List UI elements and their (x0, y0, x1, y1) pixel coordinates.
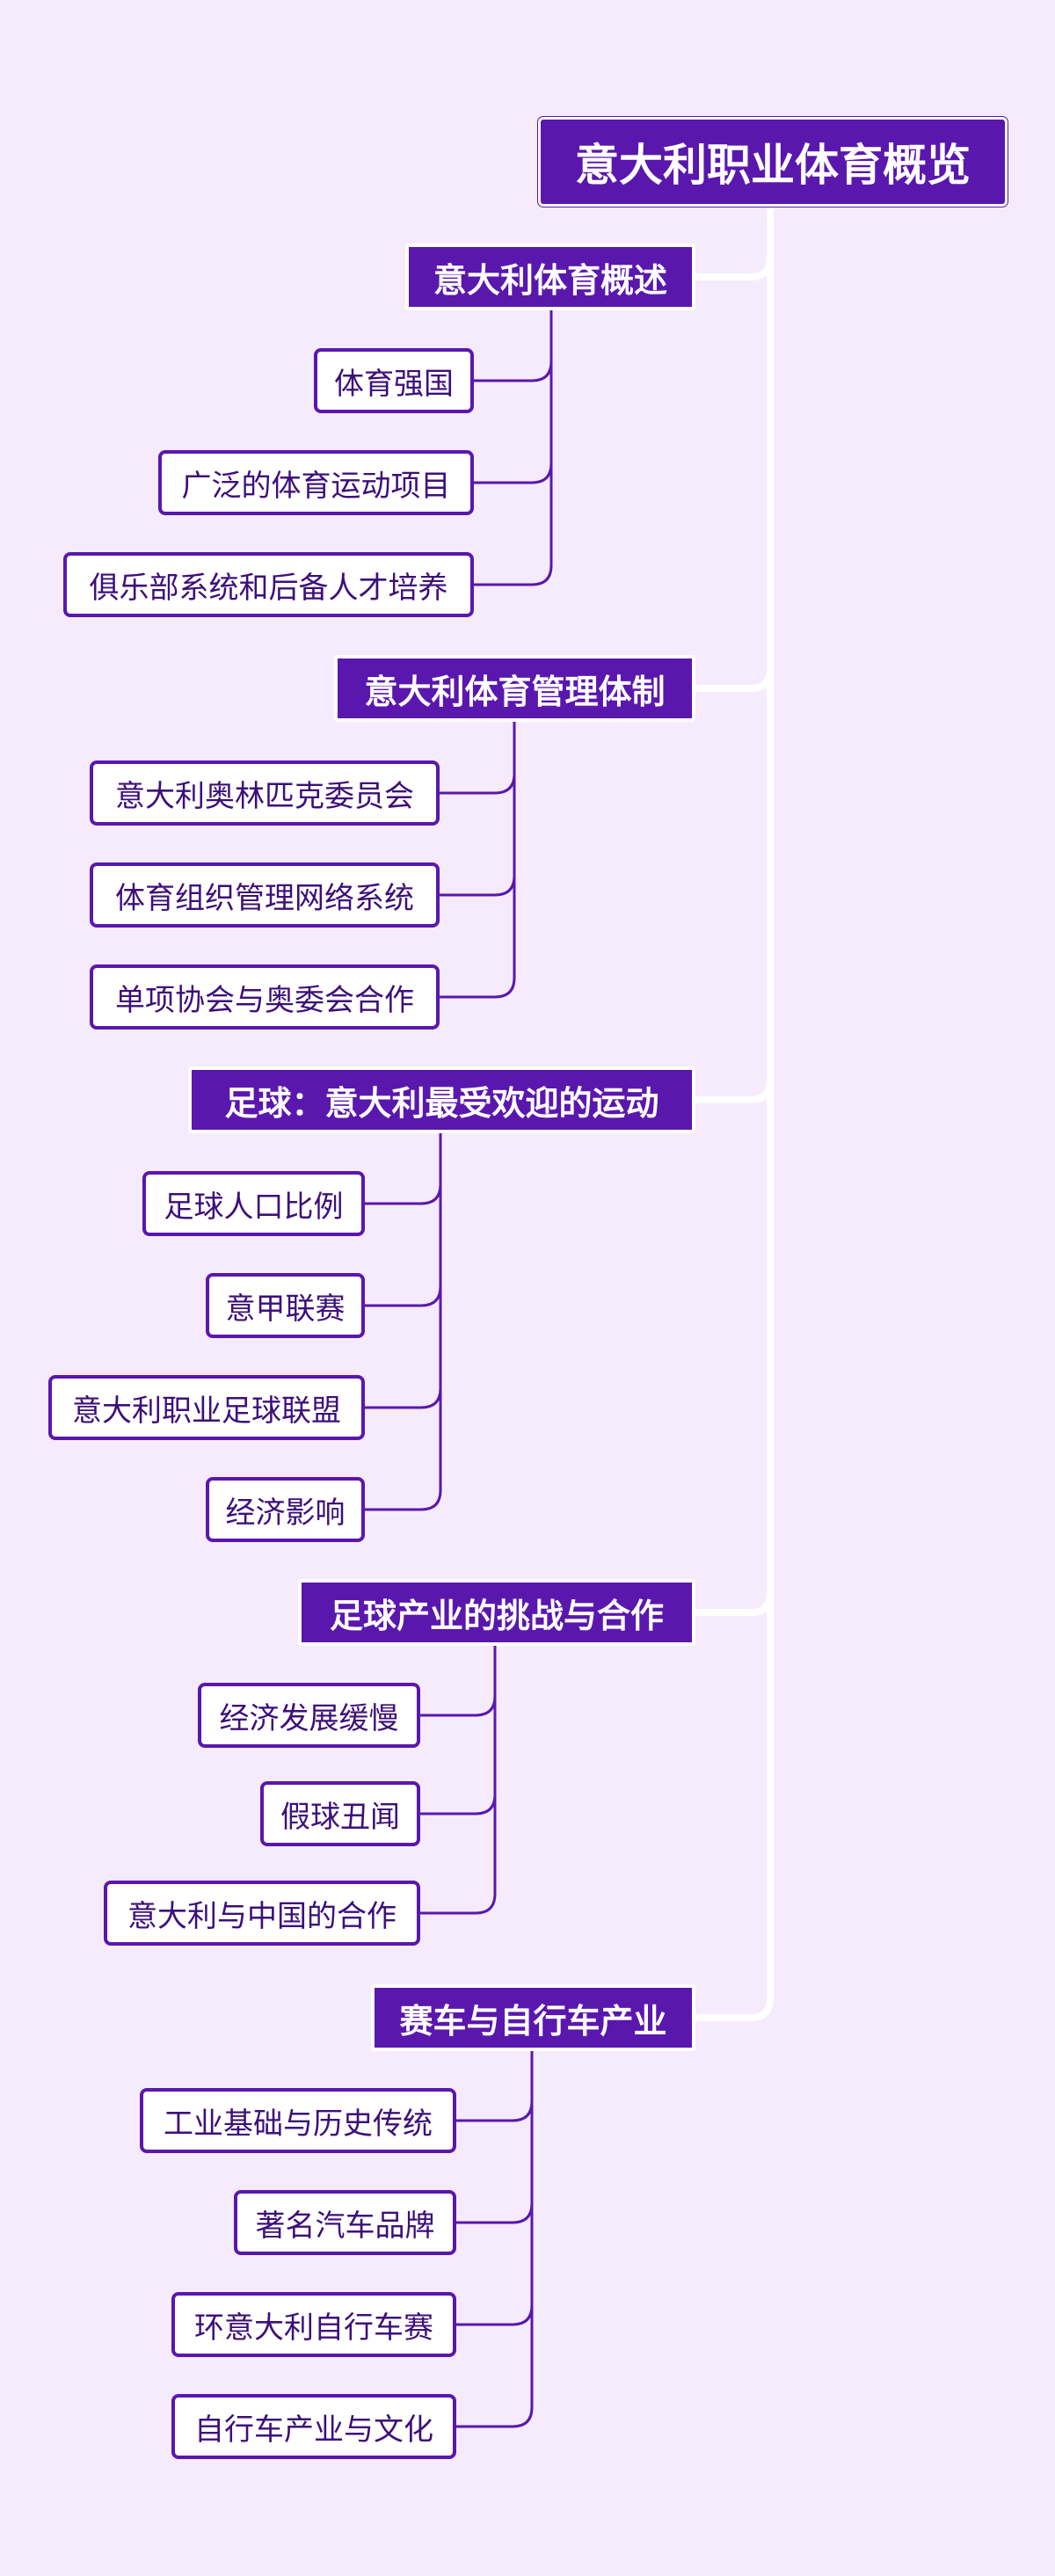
leaf-connector (455, 2405, 534, 2428)
leaf-node[interactable]: 意大利与中国的合作 (104, 1881, 420, 1946)
leaf-node[interactable]: 意大利职业足球联盟 (48, 1375, 365, 1440)
root-node[interactable]: 意大利职业体育概览 (538, 117, 1008, 207)
leaf-connector (363, 1182, 442, 1205)
trunk-branch-connector (692, 1995, 774, 2021)
trunk-branch-connector (692, 254, 774, 280)
leaf-node[interactable]: 经济影响 (206, 1477, 365, 1542)
leaf-connector (363, 1386, 442, 1409)
branch-node-management-system[interactable]: 意大利体育管理体制 (334, 655, 695, 722)
leaf-node[interactable]: 自行车产业与文化 (171, 2394, 456, 2459)
leaf-node[interactable]: 意大利奥林匹克委员会 (90, 760, 440, 826)
trunk-branch-connector (692, 1077, 774, 1103)
leaf-connector (363, 1488, 442, 1511)
leaf-node[interactable]: 假球丑闻 (260, 1781, 420, 1846)
leaf-node[interactable]: 体育强国 (314, 348, 474, 413)
leaf-node[interactable]: 体育组织管理网络系统 (90, 862, 440, 928)
trunk-branch-connector (692, 666, 774, 692)
leaf-connector (472, 564, 553, 586)
branch-node-racing-cycling[interactable]: 赛车与自行车产业 (371, 1984, 695, 2051)
leaf-connector (438, 874, 516, 897)
leaf-node[interactable]: 意甲联赛 (206, 1273, 365, 1338)
branch-node-sports-overview[interactable]: 意大利体育概述 (405, 244, 695, 310)
leaf-connector (418, 1694, 497, 1717)
leaf-connector (438, 976, 516, 999)
leaf-node[interactable]: 俱乐部系统和后备人才培养 (63, 552, 474, 617)
leaf-node[interactable]: 著名汽车品牌 (234, 2190, 456, 2255)
branch-node-football[interactable]: 足球：意大利最受欢迎的运动 (188, 1066, 695, 1133)
leaf-connector (472, 360, 553, 382)
leaf-connector (363, 1284, 442, 1307)
leaf-connector (455, 2201, 534, 2224)
leaf-connector (455, 2099, 534, 2122)
leaf-connector (418, 1892, 497, 1915)
leaf-node[interactable]: 工业基础与历史传统 (140, 2088, 456, 2153)
branch-node-football-industry[interactable]: 足球产业的挑战与合作 (298, 1579, 695, 1646)
leaf-node[interactable]: 单项协会与奥委会合作 (90, 964, 440, 1030)
leaf-node[interactable]: 广泛的体育运动项目 (158, 450, 474, 515)
leaf-node[interactable]: 经济发展缓慢 (198, 1683, 420, 1748)
leaf-node[interactable]: 环意大利自行车赛 (171, 2292, 456, 2357)
leaf-connector (455, 2303, 534, 2326)
leaf-node[interactable]: 足球人口比例 (142, 1171, 365, 1236)
leaf-connector (438, 772, 516, 795)
leaf-connector (472, 462, 553, 484)
trunk-branch-connector (692, 1590, 774, 1616)
leaf-connector (418, 1793, 497, 1816)
